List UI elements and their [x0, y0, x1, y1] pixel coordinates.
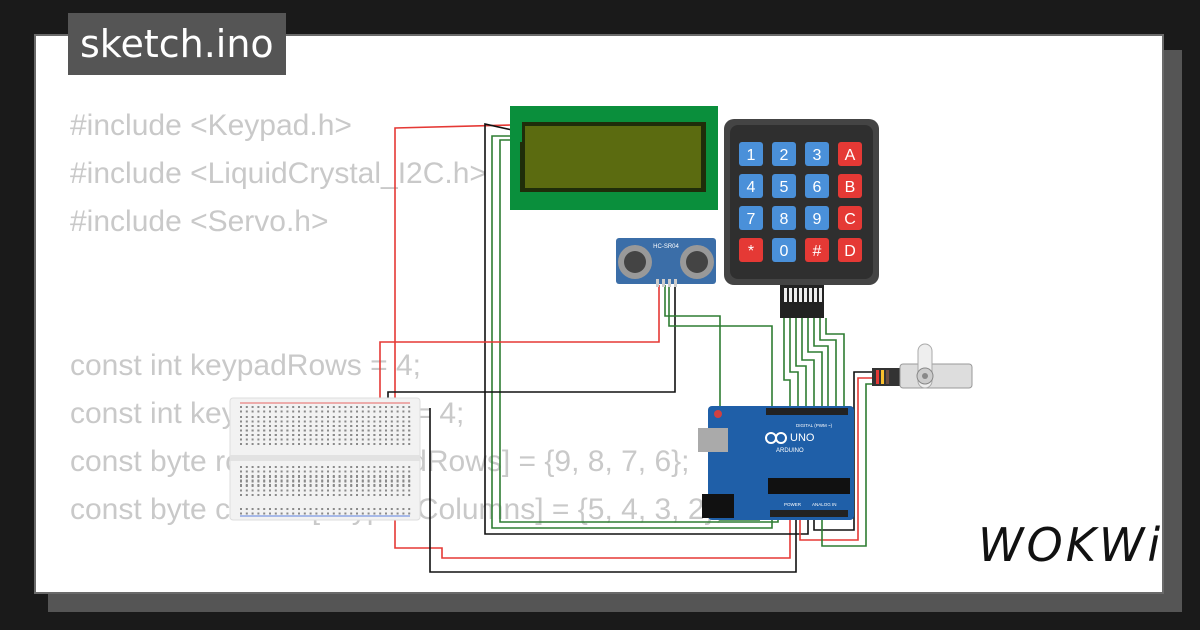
ultrasonic-sensor[interactable]: HC-SR04 [616, 238, 716, 287]
keypad-key[interactable]: 8 [772, 206, 796, 230]
keypad-key[interactable]: 2 [772, 142, 796, 166]
keypad-key[interactable]: # [805, 238, 829, 262]
code-line: char keys[keypadRows][keypadColumns] = { [70, 582, 723, 592]
wire-red [394, 124, 791, 559]
keypad-key-label: 0 [780, 243, 789, 260]
keypad-key-label: C [844, 211, 856, 228]
servo-motor[interactable] [872, 343, 973, 389]
analog-label: ANALOG IN [812, 502, 837, 507]
digital-label: DIGITAL (PWM ~) [796, 423, 833, 428]
file-name-tab: sketch.ino [68, 13, 286, 75]
keypad-key[interactable]: 9 [805, 206, 829, 230]
keypad-key-label: 3 [813, 147, 822, 164]
code-line: #include <Keypad.h> [70, 109, 352, 142]
wire-black [429, 408, 797, 573]
keypad-key[interactable]: 4 [739, 174, 763, 198]
power-label: POWER [784, 502, 802, 507]
keypad-key[interactable]: 5 [772, 174, 796, 198]
wire-green [783, 318, 791, 408]
keypad-key[interactable]: 3 [805, 142, 829, 166]
keypad-key-label: 9 [813, 211, 822, 228]
breadboard[interactable] [229, 397, 421, 521]
wire-red [799, 377, 876, 541]
wires [379, 123, 876, 573]
arduino-uno[interactable]: UNO ARDUINO DIGITAL (PWM ~) POWER ANALOG… [698, 406, 854, 520]
code-line: const int keypadRows = 4; [70, 349, 422, 382]
arduino-model: UNO [790, 432, 815, 444]
keypad-key-label: B [845, 179, 856, 196]
keypad-key-label: 8 [780, 211, 789, 228]
keypad-key[interactable]: D [838, 238, 862, 262]
keypad-key-label: D [844, 243, 856, 260]
wire-green [821, 383, 876, 547]
sensor-label: HC-SR04 [653, 244, 679, 250]
keypad-key[interactable]: 1 [739, 142, 763, 166]
membrane-keypad[interactable]: 1 2 3 A 4 5 6 B 7 8 9 C * 0 # D [724, 119, 879, 318]
keypad-key-label: 1 [747, 147, 756, 164]
keypad-key-label: 7 [747, 211, 756, 228]
wire-black [387, 285, 676, 408]
wire-green [491, 135, 773, 529]
wire-green [668, 285, 773, 408]
keypad-key[interactable]: C [838, 206, 862, 230]
wire-black [484, 123, 809, 535]
keypad-key-label: * [748, 243, 754, 260]
keypad-key-label: 2 [780, 147, 789, 164]
keypad-key-label: 5 [780, 179, 789, 196]
code-line: #include <Servo.h> [70, 205, 329, 238]
wire-black [813, 371, 876, 531]
keypad-key[interactable]: B [838, 174, 862, 198]
wire-green [795, 318, 807, 408]
wokwi-logo: WOKWi [978, 518, 1164, 572]
lcd-display[interactable] [510, 106, 718, 210]
arduino-brand: ARDUINO [776, 448, 804, 454]
keypad-key[interactable]: A [838, 142, 862, 166]
code-line: #include <LiquidCrystal_I2C.h> [70, 157, 487, 190]
wire-red [379, 285, 660, 408]
keypad-key[interactable]: 6 [805, 174, 829, 198]
wire-green [813, 318, 829, 408]
keypad-key-label: 6 [813, 179, 822, 196]
wire-green [819, 318, 837, 408]
wire-green [825, 318, 845, 408]
keypad-key[interactable]: * [739, 238, 763, 262]
wire-green [499, 139, 779, 523]
wire-green [807, 318, 823, 408]
keypad-key-label: 4 [747, 179, 756, 196]
keypad-key[interactable]: 7 [739, 206, 763, 230]
wire-green [789, 318, 799, 408]
keypad-key[interactable]: 0 [772, 238, 796, 262]
wire-green [801, 318, 815, 408]
keypad-key-label: A [845, 147, 856, 164]
keypad-key-label: # [813, 243, 822, 260]
